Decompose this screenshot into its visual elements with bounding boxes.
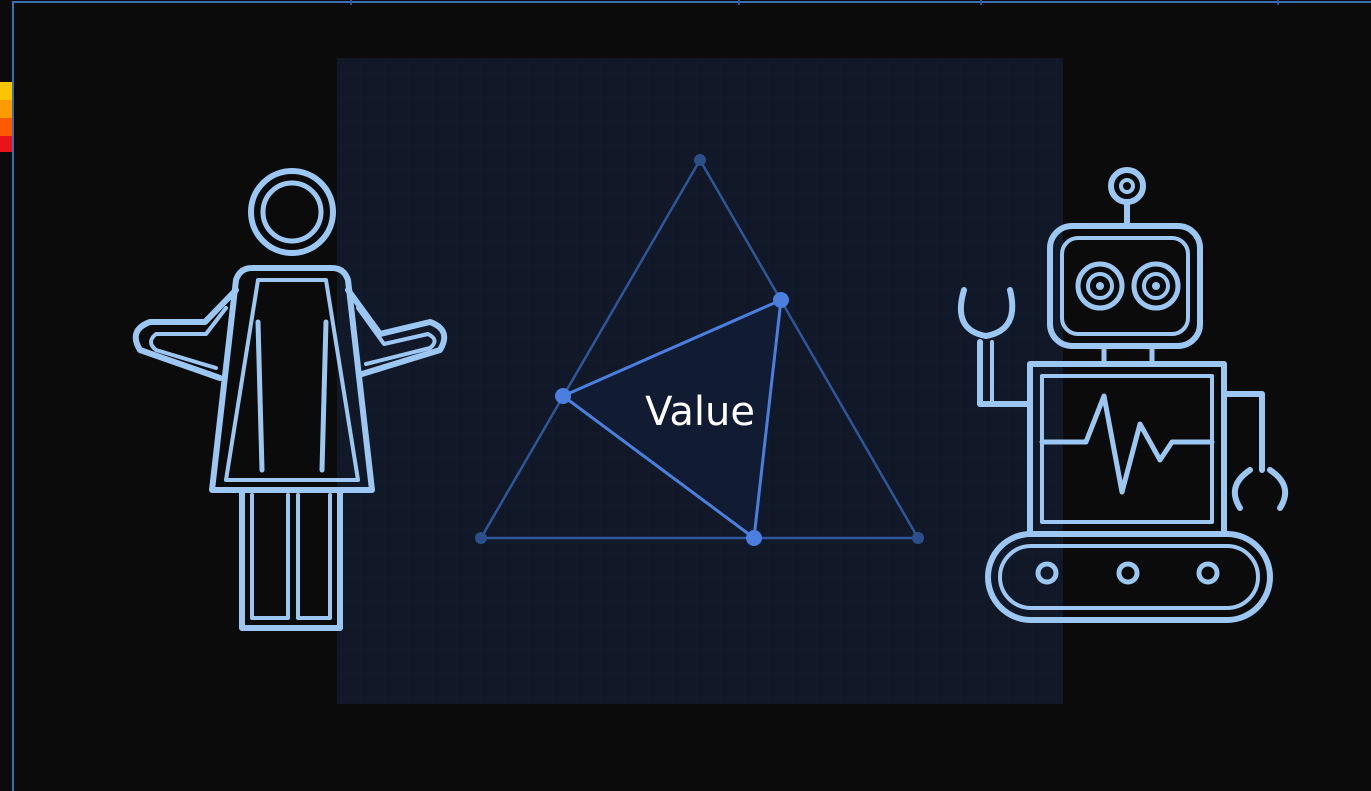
triangle-node [475, 532, 487, 544]
page-frame [12, 1, 1371, 791]
edge-color-strip [0, 100, 12, 118]
frame-tick [738, 0, 740, 5]
triangle-node [694, 154, 706, 166]
triangle-node [912, 532, 924, 544]
triangle-node [773, 292, 789, 308]
value-label: Value [645, 389, 755, 435]
robot-icon [957, 167, 1289, 623]
frame-tick [1277, 0, 1279, 5]
edge-color-strip [0, 118, 12, 136]
edge-color-strip [0, 82, 12, 100]
triangle-network-icon [475, 154, 924, 546]
frame-tick [350, 0, 352, 5]
edge-color-strip [0, 136, 12, 152]
frame-tick [980, 0, 982, 5]
triangle-node [555, 388, 571, 404]
woman-shrugging-icon [132, 168, 448, 631]
triangle-node [746, 530, 762, 546]
